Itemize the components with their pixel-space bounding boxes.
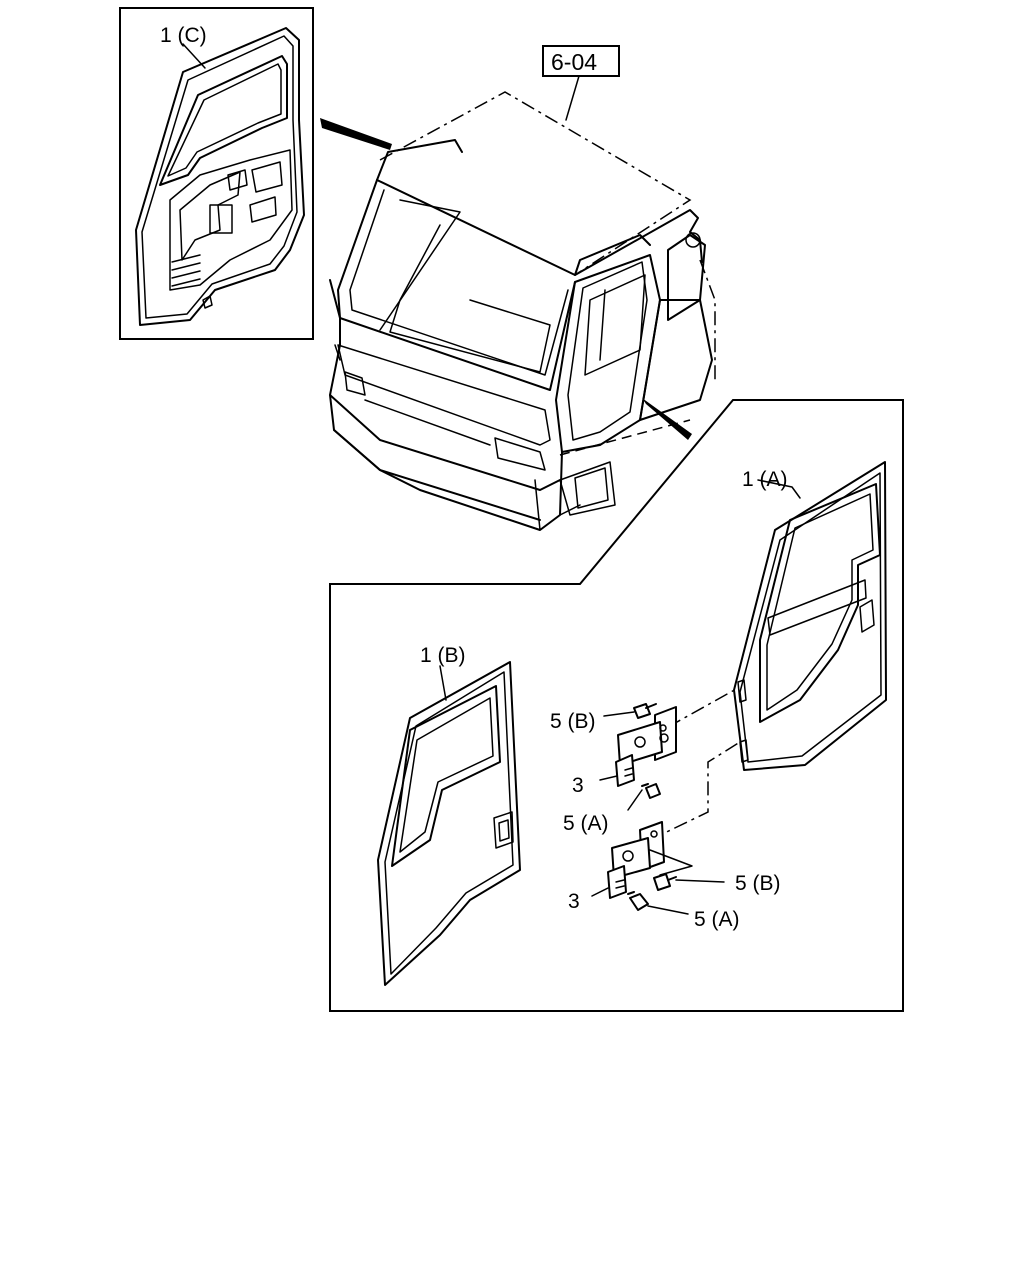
door-1a-right: 1 (A) <box>733 461 887 771</box>
label-bolt-5a-upper: 5 (A) <box>563 812 609 835</box>
label-part-1c: 1 (C) <box>160 24 207 47</box>
inset-frame-top-left <box>119 7 314 340</box>
label-bolt-5a-lower: 5 (A) <box>694 908 740 931</box>
alignment-line-upper <box>667 687 739 728</box>
inset-doors-hinges: 1 (A) 1 (B) <box>329 399 904 1012</box>
hinge-upper <box>599 703 677 811</box>
label-part-1b: 1 (B) <box>420 644 466 667</box>
label-hinge-3-lower: 3 <box>568 890 580 913</box>
inset-frame-bottom <box>329 399 904 1012</box>
label-bolt-5b-upper: 5 (B) <box>550 710 596 733</box>
label-part-1a: 1 (A) <box>742 468 788 491</box>
callout-arrow-top <box>320 118 392 150</box>
inset-door-inner-panel: 1 (C) <box>119 7 314 340</box>
callout-arrow-bottom <box>642 398 692 440</box>
truck-cab-drawing <box>329 91 716 531</box>
ref-box-label: 6-04 <box>551 49 597 75</box>
ref-box-frame <box>542 45 620 77</box>
inner-door-outline <box>135 27 305 326</box>
label-hinge-3-upper: 3 <box>572 774 584 797</box>
alignment-line-lower <box>649 741 741 841</box>
door-1b-left: 1 (B) <box>377 644 521 986</box>
reference-callout-6-04: 6-04 <box>542 45 620 121</box>
label-bolt-5b-lower: 5 (B) <box>735 872 781 895</box>
hinge-lower <box>591 821 725 915</box>
cab-side-door <box>555 254 661 453</box>
cab-roof-hidden <box>379 91 692 276</box>
